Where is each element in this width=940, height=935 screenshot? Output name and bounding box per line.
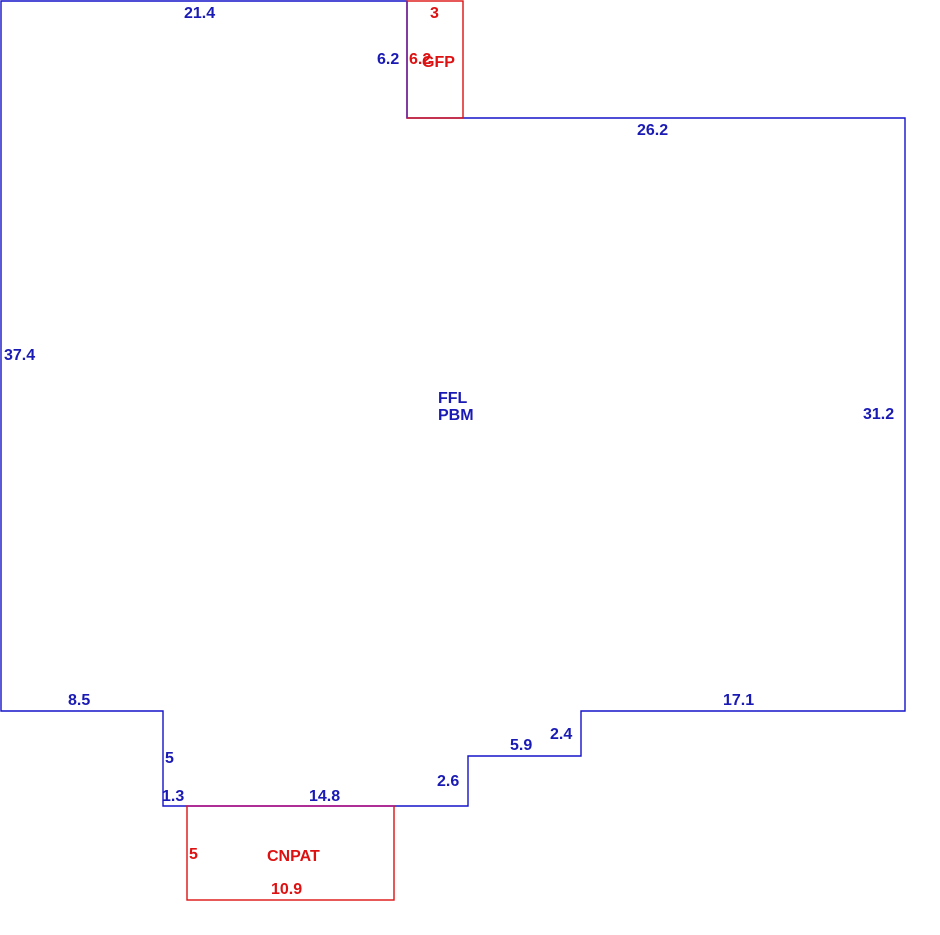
dim-upper-step-height: 2.4 — [550, 726, 572, 743]
annex-cnpat-label: CNPAT — [267, 848, 320, 865]
main-area-label-pbm: PBM — [438, 407, 474, 424]
dim-right-edge: 31.2 — [863, 406, 894, 423]
annex-gfp-width: 3 — [430, 5, 439, 22]
annex-cnpat-width: 10.9 — [271, 881, 302, 898]
main-area-label-ffl: FFL — [438, 390, 468, 407]
dim-left-step-offset: 1.3 — [162, 788, 184, 805]
dim-bottom-edge: 14.8 — [309, 788, 340, 805]
dim-bottom-right-edge: 17.1 — [723, 692, 754, 709]
annex-cnpat-height: 5 — [189, 846, 198, 863]
dim-left-edge: 37.4 — [4, 347, 35, 364]
dim-top-right-edge: 26.2 — [637, 122, 668, 139]
dim-top-left-edge: 21.4 — [184, 5, 215, 22]
dim-notch-height: 6.2 — [377, 51, 399, 68]
dim-bottom-left-edge: 8.5 — [68, 692, 90, 709]
annex-gfp-label: GFP — [422, 54, 455, 71]
annex-gfp-height: 6.2 — [409, 51, 431, 68]
dim-left-step-height: 5 — [165, 750, 174, 767]
dim-right-step-height: 2.6 — [437, 773, 459, 790]
dim-step-width: 5.9 — [510, 737, 532, 754]
